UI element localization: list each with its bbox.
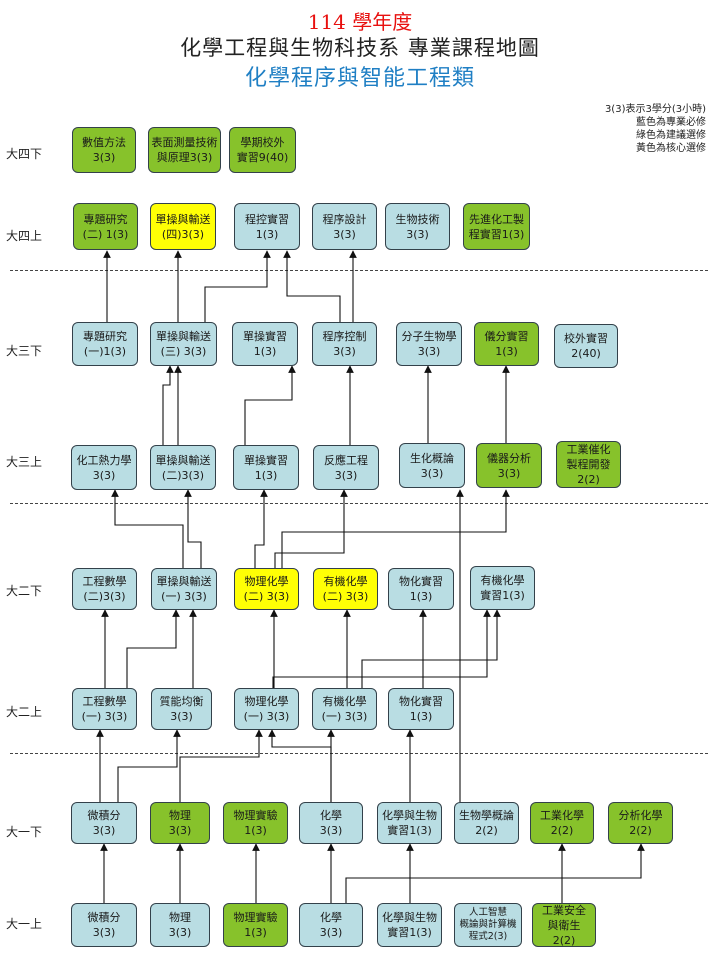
level-label-y4b: 大四下 [6,147,43,161]
track-title: 化學程序與智能工程類 [244,66,475,91]
legend-yellow-note: 黃色為核心選修 [636,143,706,154]
course-y3b-project-1[interactable]: 專題研究(一)1(3) [72,322,138,366]
course-y1a-ai-programming[interactable]: 人工智慧概論與計算機程式2(3) [454,903,522,947]
divider-year2-year1 [10,753,708,754]
course-y2b-transport-1[interactable]: 單操與輸送(一) 3(3) [151,568,217,610]
year-title: 114 學年度 [307,10,413,34]
link-chem-analytical [345,843,645,903]
course-y2b-physical-chemistry-2[interactable]: 物理化學(二) 3(3) [234,568,299,610]
link-ochem1-ochemlab [361,609,501,688]
course-y4b-off-campus-internship[interactable]: 學期校外實習9(40) [229,127,296,173]
course-y4a-advanced-process-lab[interactable]: 先進化工製程實習1(3) [463,203,530,250]
divider-year3-year2 [10,503,708,504]
link-pchem1-ochemlab [272,609,491,688]
course-y4a-project-2[interactable]: 專題研究(二) 1(3) [73,203,138,250]
level-label-y1a: 大一上 [6,917,43,931]
level-label-y4a: 大四上 [6,229,43,243]
legend-green-note: 綠色為建議選修 [636,130,706,141]
page-title: 化學工程與生物科技系 專業課程地圖 [180,36,540,60]
link-transport2-transport3-a [162,365,174,445]
level-label-y2a: 大二上 [6,705,43,719]
level-label-y3a: 大三上 [6,455,43,469]
course-y1a-chem-bio-lab[interactable]: 化學與生物實習1(3) [377,903,442,947]
course-y2a-organic-chemistry-1[interactable]: 有機化學(一) 3(3) [312,688,377,730]
link-transport1-transport2 [184,489,202,568]
link-physics-pchem [179,729,263,802]
course-y3b-transport-3[interactable]: 單操與輸送(三) 3(3) [150,322,217,366]
link-pchem2-uolab [254,489,268,568]
link-calc-massbalance [117,729,181,802]
course-y2a-engineering-math-1[interactable]: 工程數學(一) 3(3) [72,688,137,730]
legend-blue-note: 藍色為專業必修 [636,117,706,128]
link-chem-pchem [268,729,332,802]
link-pchem2-reaction [274,489,348,568]
course-y4b-surface-measurement[interactable]: 表面測量技術與原理3(3) [148,127,221,173]
level-label-y3b: 大三下 [6,344,43,358]
course-y4a-transport-4[interactable]: 單操與輸送(四)3(3) [150,203,216,250]
link-engmath-transport1 [126,609,180,688]
level-label-y2b: 大二下 [6,584,43,598]
link-uolab-uolab [244,365,296,445]
link-control-controllab [283,250,341,322]
link-pchem2-instrument [281,489,510,568]
course-y2b-organic-chem-lab[interactable]: 有機化學實習1(3) [470,566,535,610]
legend-credits-note: 3(3)表示3學分(3小時) [604,104,706,115]
divider-year4-year3 [10,270,708,271]
course-y2b-engineering-math-2[interactable]: 工程數學(二)3(3) [72,568,137,610]
course-y3a-transport-2[interactable]: 單操與輸送(二)3(3) [150,445,216,490]
course-y2a-physical-chemistry-1[interactable]: 物理化學(一) 3(3) [234,688,299,730]
link-transport1-thermo [111,489,184,568]
level-label-y1b: 大一下 [6,825,43,839]
course-y2b-organic-chemistry-2[interactable]: 有機化學(二) 3(3) [313,568,378,610]
course-y1b-chem-bio-lab[interactable]: 化學與生物實習1(3) [377,802,442,844]
link-transport3-controllab [204,250,271,322]
legend: 3(3)表示3學分(3小時) 藍色為專業必修 綠色為建議選修 黃色為核心選修 [605,103,706,155]
